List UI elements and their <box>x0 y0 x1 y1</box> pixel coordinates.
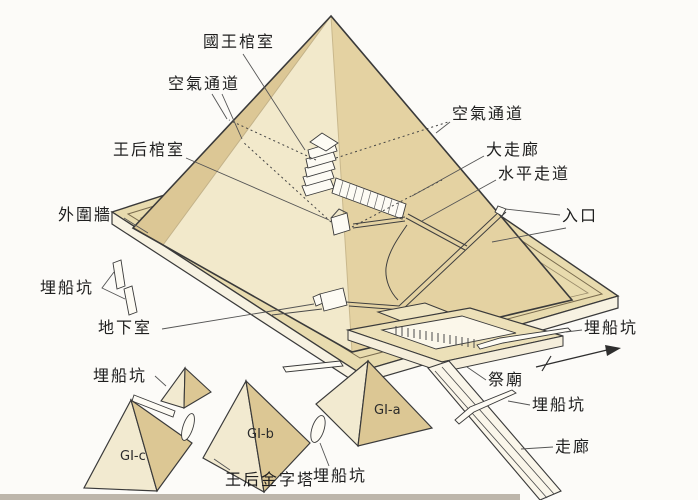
label-underground-chamber: 地下室 <box>98 318 152 337</box>
callout-underground-chamber: 地下室 <box>98 303 315 337</box>
direction-arrow-icon <box>535 345 621 372</box>
air-shaft-queen-east <box>351 179 443 228</box>
boat-pit-shape <box>310 415 326 443</box>
callout-boat-pit-causeway: 埋船坑 <box>507 395 586 414</box>
pyramid-main-face <box>331 16 572 352</box>
label-gi-a: GI-a <box>374 403 401 418</box>
callout-boat-pit-right: 埋船坑 <box>565 318 638 337</box>
causeway-inner-line <box>434 370 548 499</box>
callout-enclosure-wall: 外圍牆 <box>58 205 149 234</box>
grand-gallery-structure <box>331 177 407 220</box>
queens-pyramids-group <box>83 359 434 494</box>
callout-boat-pit-bottom: 埋船坑 <box>313 442 367 485</box>
label-boat-pit-bottom: 埋船坑 <box>313 466 367 485</box>
label-entrance: 入口 <box>562 206 598 225</box>
subterranean-chamber-structure <box>271 287 348 316</box>
callout-queens-chamber: 王后棺室 <box>113 140 330 221</box>
callout-boat-pit-left: 埋船坑 <box>40 271 126 300</box>
callout-causeway: 走廊 <box>520 437 591 456</box>
pyramid-gi-b <box>202 379 311 494</box>
boat-pit-shape <box>454 389 517 425</box>
label-boat-pit-right: 埋船坑 <box>584 318 638 337</box>
label-air-duct-left: 空氣通道 <box>168 74 240 93</box>
label-air-duct-right: 空氣通道 <box>452 104 524 123</box>
temple-court <box>380 315 517 350</box>
queens-chamber-structure <box>330 208 351 236</box>
descending-passage <box>345 208 503 307</box>
label-horizontal-passage: 水平走道 <box>498 164 570 183</box>
causeway <box>427 360 562 500</box>
mortuary-temple <box>345 302 564 373</box>
pyramid-internals <box>228 119 507 316</box>
ascending-passage <box>405 217 466 251</box>
label-queens-pyramids: 王后金字塔 <box>225 470 315 489</box>
great-pyramid <box>131 14 574 353</box>
callout-air-duct-left: 空氣通道 <box>168 74 243 140</box>
pyramid-cutaway-face <box>163 16 352 352</box>
horizontal-passage-line <box>352 220 406 229</box>
well-shaft <box>385 224 408 301</box>
label-boat-pit-satellite: 埋船坑 <box>93 366 147 385</box>
label-boat-pit-causeway: 埋船坑 <box>532 395 586 414</box>
label-gi-c: GI-c <box>120 449 146 464</box>
temple-side <box>347 329 564 373</box>
boat-pit-shape <box>131 394 176 418</box>
label-causeway: 走廊 <box>555 437 591 456</box>
sliver-division-line <box>162 15 332 246</box>
boat-pit-shape <box>181 413 195 441</box>
label-enclosure-wall: 外圍牆 <box>58 205 112 224</box>
air-shaft-king-west <box>228 119 317 161</box>
gallery-hatching <box>338 180 400 218</box>
callout-grand-gallery: 大走廊 <box>411 140 540 197</box>
pyramid-gi-c <box>83 398 193 493</box>
temple-colonnade <box>395 326 475 348</box>
callout-kings-chamber: 國王棺室 <box>203 32 306 151</box>
boat-pit-shape <box>112 259 126 290</box>
horizontal-passage-line <box>352 216 406 225</box>
boat-pit-shape <box>282 360 344 373</box>
label-mortuary-temple: 祭廟 <box>488 370 524 389</box>
photo-edge-strip <box>0 494 520 500</box>
air-shafts <box>228 119 449 228</box>
satellite-pyramid <box>160 366 212 409</box>
callout-entrance: 入口 <box>491 206 598 243</box>
entrance-notch <box>494 205 507 217</box>
pyramid-silhouette <box>131 14 574 353</box>
causeway-band <box>427 360 562 500</box>
causeway-inner-line <box>441 366 555 495</box>
pyramid-gi-a <box>315 359 434 448</box>
label-gi-b: GI-b <box>247 427 274 442</box>
callout-queens-pyramids: 王后金字塔 <box>213 458 315 489</box>
boat-pits-west <box>112 259 138 316</box>
callout-boat-pit-satellite: 埋船坑 <box>93 366 167 387</box>
callout-mortuary-temple: 祭廟 <box>466 366 524 389</box>
callout-horizontal-passage: 水平走道 <box>421 164 570 222</box>
label-boat-pit-left: 埋船坑 <box>40 278 94 297</box>
boat-pit-shape <box>123 285 138 316</box>
callout-air-duct-right: 空氣通道 <box>435 104 524 134</box>
ascending-passage <box>407 213 468 247</box>
callouts: 國王棺室 空氣通道 王后棺室 外圍牆 埋船坑 地下室 埋船坑 王 <box>40 32 638 489</box>
label-kings-chamber: 國王棺室 <box>203 32 275 51</box>
label-grand-gallery: 大走廊 <box>486 140 540 159</box>
label-queens-chamber: 王后棺室 <box>113 140 185 159</box>
